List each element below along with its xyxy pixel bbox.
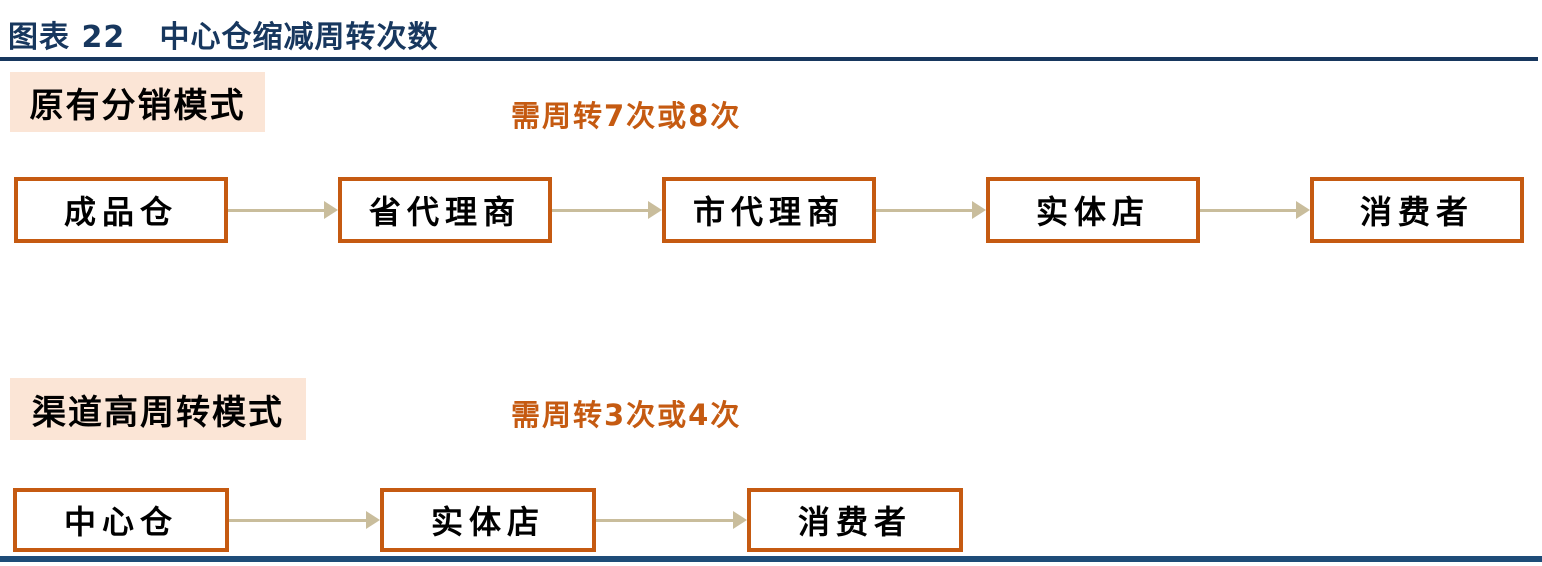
flow-arrow — [876, 177, 986, 243]
arrow-head-icon — [1296, 201, 1310, 219]
flow-arrow — [596, 488, 747, 552]
figure-title: 图表 22 中心仓缩减周转次数 — [8, 20, 439, 55]
title-underline — [0, 57, 1538, 61]
flow-node-consumer: 消费者 — [747, 488, 963, 552]
flow-arrow — [228, 177, 338, 243]
flow-arrow — [552, 177, 662, 243]
flow-node-label: 省代理商 — [368, 193, 521, 231]
arrow-line — [552, 208, 648, 212]
arrow-head-icon — [733, 511, 747, 529]
arrow-head-icon — [972, 201, 986, 219]
flow-row-original: 成品仓 省代理商 市代理商 实体店 消费者 — [14, 177, 1524, 243]
flow-node-label: 消费者 — [797, 503, 912, 541]
flow-node-label: 实体店 — [430, 503, 545, 541]
flow-node-label: 消费者 — [1359, 193, 1474, 231]
flow-arrow — [1200, 177, 1310, 243]
flow-node-physical-store: 实体店 — [380, 488, 596, 552]
flow-arrow — [229, 488, 380, 552]
flow-node-label: 中心仓 — [63, 503, 178, 541]
flow-node-city-agent: 市代理商 — [662, 177, 876, 243]
flow-node-physical-store: 实体店 — [986, 177, 1200, 243]
flow-node-finished-goods-warehouse: 成品仓 — [14, 177, 228, 243]
mode-label-high-turnover: 渠道高周转模式 — [10, 378, 306, 440]
arrow-line — [229, 518, 366, 522]
arrow-line — [228, 208, 324, 212]
arrow-head-icon — [366, 511, 380, 529]
flow-node-label: 成品仓 — [63, 193, 178, 231]
arrow-line — [596, 518, 733, 522]
turnover-annotation-original: 需周转7次或8次 — [511, 99, 742, 133]
arrow-line — [876, 208, 972, 212]
bottom-border-line — [0, 556, 1542, 562]
flow-node-central-warehouse: 中心仓 — [13, 488, 229, 552]
flow-node-label: 市代理商 — [692, 193, 845, 231]
flow-node-provincial-agent: 省代理商 — [338, 177, 552, 243]
arrow-line — [1200, 208, 1296, 212]
flow-node-label: 实体店 — [1035, 193, 1150, 231]
arrow-head-icon — [648, 201, 662, 219]
mode-label-original: 原有分销模式 — [10, 72, 265, 132]
flow-node-consumer: 消费者 — [1310, 177, 1524, 243]
turnover-annotation-high-turnover: 需周转3次或4次 — [511, 398, 742, 432]
flow-row-high-turnover: 中心仓 实体店 消费者 — [13, 488, 963, 552]
arrow-head-icon — [324, 201, 338, 219]
